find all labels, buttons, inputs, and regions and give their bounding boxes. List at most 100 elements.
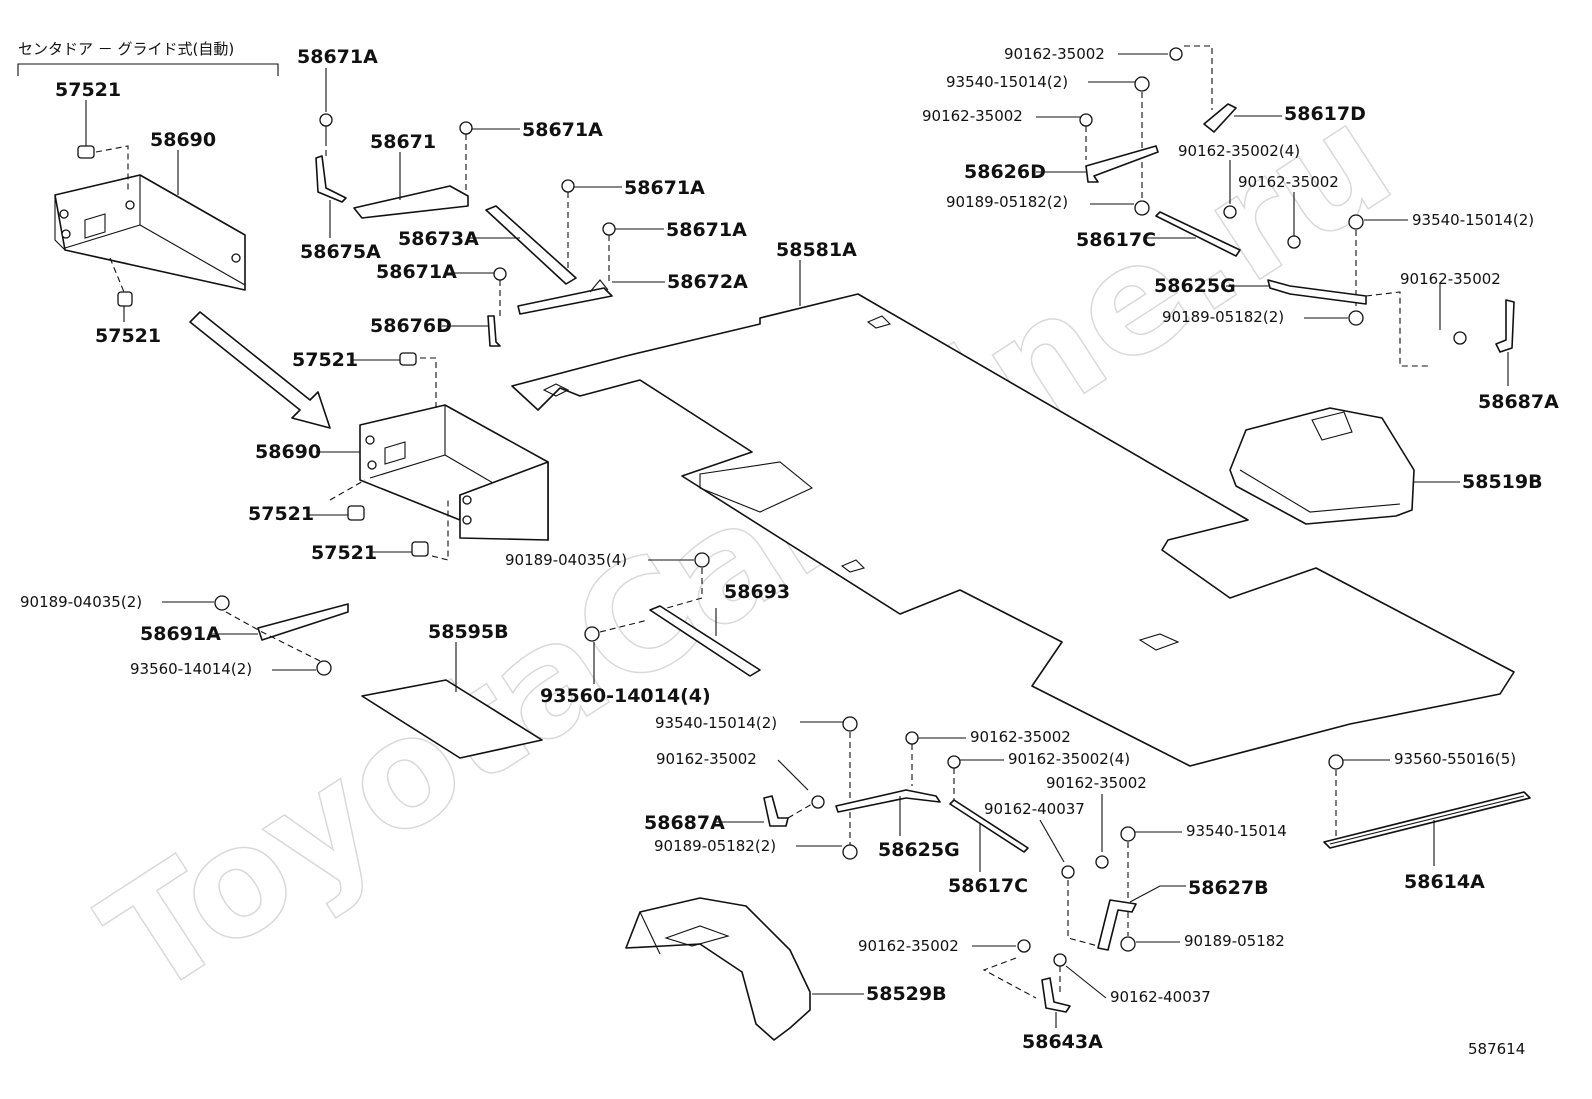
bolt-58671A-c (561, 179, 575, 193)
bolt-90162-40037-a (1061, 865, 1075, 879)
label-58625G-t: 58625G (1154, 275, 1236, 297)
bracket-58627B (1097, 899, 1137, 951)
label-58671A-c: 58671A (624, 177, 705, 199)
diagram-id: 587614 (1468, 1040, 1525, 1058)
variant-bracket (17, 63, 279, 76)
label-90162-35002-r: 90162-35002 (1400, 270, 1501, 288)
label-57521-a: 57521 (55, 79, 121, 101)
bolt-93540-15014-2-b (842, 716, 858, 732)
bolt-93560-14014-4 (584, 626, 600, 642)
label-93560-14014-4: 93560-14014(4) (540, 685, 711, 707)
label-90162-35002-t1: 90162-35002 (1004, 45, 1105, 63)
bolt-90189-05182-2-t (1134, 200, 1150, 216)
strip-58693 (649, 605, 761, 677)
label-90189-05182-2-t: 90189-05182(2) (946, 193, 1068, 211)
strip-58691A (257, 603, 349, 641)
label-58672A: 58672A (667, 271, 748, 293)
label-58519B: 58519B (1462, 471, 1543, 493)
clip-57521-e (411, 541, 429, 557)
label-58690-a: 58690 (150, 129, 216, 151)
label-58617C-b: 58617C (948, 875, 1028, 897)
label-90162-40037-b: 90162-40037 (1110, 988, 1211, 1006)
label-90189-05182: 90189-05182 (1184, 932, 1285, 950)
label-90162-35002-t3: 90162-35002 (1238, 173, 1339, 191)
label-58676D: 58676D (370, 315, 452, 337)
bolt-93540-15014 (1120, 826, 1136, 842)
label-57521-e: 57521 (311, 542, 377, 564)
label-58627B: 58627B (1188, 877, 1269, 899)
label-93540-15014: 93540-15014 (1186, 822, 1287, 840)
label-93540-15014-2-t: 93540-15014(2) (946, 73, 1068, 91)
strip-58617C-b (949, 799, 1029, 853)
label-58581A: 58581A (776, 239, 857, 261)
bolt-90162-35002-t1 (1169, 47, 1183, 61)
panel-58690-upper (54, 174, 246, 291)
label-90189-04035-4: 90189-04035(4) (505, 551, 627, 569)
cover-58519B (1229, 407, 1415, 525)
label-58595B: 58595B (428, 621, 509, 643)
strip-58671 (353, 185, 469, 219)
label-58614A: 58614A (1404, 871, 1485, 893)
label-58671A-b: 58671A (522, 119, 603, 141)
label-93560-55016-5: 93560-55016(5) (1394, 750, 1516, 768)
label-90189-05182-2-b: 90189-05182(2) (654, 837, 776, 855)
label-90162-35002-b4: 90162-35002 (858, 937, 959, 955)
label-57521-c: 57521 (292, 349, 358, 371)
label-58671A-d: 58671A (666, 219, 747, 241)
bolt-90189-05182-2-b (842, 844, 858, 860)
label-58690-b: 58690 (255, 441, 321, 463)
label-58529B: 58529B (866, 983, 947, 1005)
bolt-90162-35002-b1 (811, 795, 825, 809)
bolt-93560-55016-5 (1328, 754, 1344, 770)
strip-58673A (485, 205, 577, 285)
bolt-93540-15014-2-r (1348, 214, 1364, 230)
label-58626D: 58626D (964, 161, 1046, 183)
label-58675A: 58675A (300, 241, 381, 263)
bolt-58671A-a (319, 113, 333, 140)
bolt-90162-40037-b (1053, 953, 1067, 967)
bolt-58671A-b (459, 121, 473, 135)
label-90189-04035-2: 90189-04035(2) (20, 593, 142, 611)
bracket-58617D (1203, 103, 1237, 133)
label-90162-40037-a: 90162-40037 (984, 800, 1085, 818)
label-58643A: 58643A (1022, 1031, 1103, 1053)
bracket-58676D (487, 315, 501, 347)
strip-58672A (517, 287, 613, 315)
label-58625G-b: 58625G (878, 839, 960, 861)
pad-58595B (361, 679, 543, 759)
label-90189-05182-2-r: 90189-05182(2) (1162, 308, 1284, 326)
label-90162-35002-b3: 90162-35002 (1046, 774, 1147, 792)
label-58617C-t: 58617C (1076, 229, 1156, 251)
strip-58625G-b (835, 789, 941, 813)
bracket-58643A (1041, 977, 1071, 1013)
variant-note: センタドア － グライド式(自動) (18, 40, 234, 58)
label-93560-14014-2: 93560-14014(2) (130, 660, 252, 678)
strip-58617C-t (1155, 211, 1241, 257)
bolt-58671A-e (493, 267, 507, 281)
bolt-93560-14014-2 (316, 660, 332, 676)
bolt-90162-35002-4-b (947, 755, 961, 769)
label-90162-35002-b2: 90162-35002 (970, 728, 1071, 746)
bracket-58687A-r (1495, 299, 1515, 353)
label-58671A-e: 58671A (376, 261, 457, 283)
label-90162-35002-t2: 90162-35002 (922, 107, 1023, 125)
bolt-90189-05182 (1120, 936, 1136, 952)
panel-58690-lower (359, 404, 549, 541)
label-58671A-a: 58671A (297, 46, 378, 68)
label-58693: 58693 (724, 581, 790, 603)
bolt-90162-35002-b3 (1095, 855, 1109, 869)
floor-cutout (699, 461, 814, 513)
floor-carpet-58581A (511, 293, 1515, 767)
direction-arrow (189, 311, 331, 429)
bolt-90162-35002-b2 (905, 731, 919, 745)
bolt-90162-35002-t3 (1287, 235, 1301, 249)
bracket-58626D (1085, 145, 1159, 183)
clip-57521-b (109, 257, 133, 307)
bolt-90189-04035-4 (694, 552, 710, 568)
label-58687A-b: 58687A (644, 812, 725, 834)
bolt-90162-35002-r (1453, 331, 1467, 345)
bolt-90162-35002-b4 (1017, 939, 1031, 953)
label-58673A: 58673A (398, 228, 479, 250)
